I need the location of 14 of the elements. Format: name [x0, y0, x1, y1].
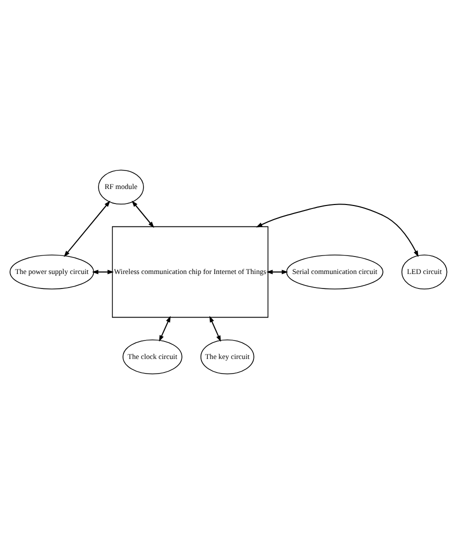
- arrow: [159, 315, 171, 342]
- node-ellipse: RF module: [98, 169, 144, 204]
- arrow: [266, 269, 288, 274]
- node-ellipse: The power supply circuit: [10, 254, 94, 289]
- node-ellipse: Serial communication circuit: [286, 254, 384, 289]
- node-box: Wireless communication chip for Internet of Things: [112, 226, 268, 318]
- arrow: [64, 200, 110, 256]
- node-ellipse: LED circuit: [401, 254, 448, 289]
- arrow: [92, 269, 114, 274]
- node-ellipse: The key circuit: [200, 338, 254, 374]
- arrow: [132, 200, 154, 228]
- node-ellipse: The clock circuit: [122, 338, 182, 374]
- arrow: [209, 315, 221, 342]
- arrow: [256, 203, 418, 257]
